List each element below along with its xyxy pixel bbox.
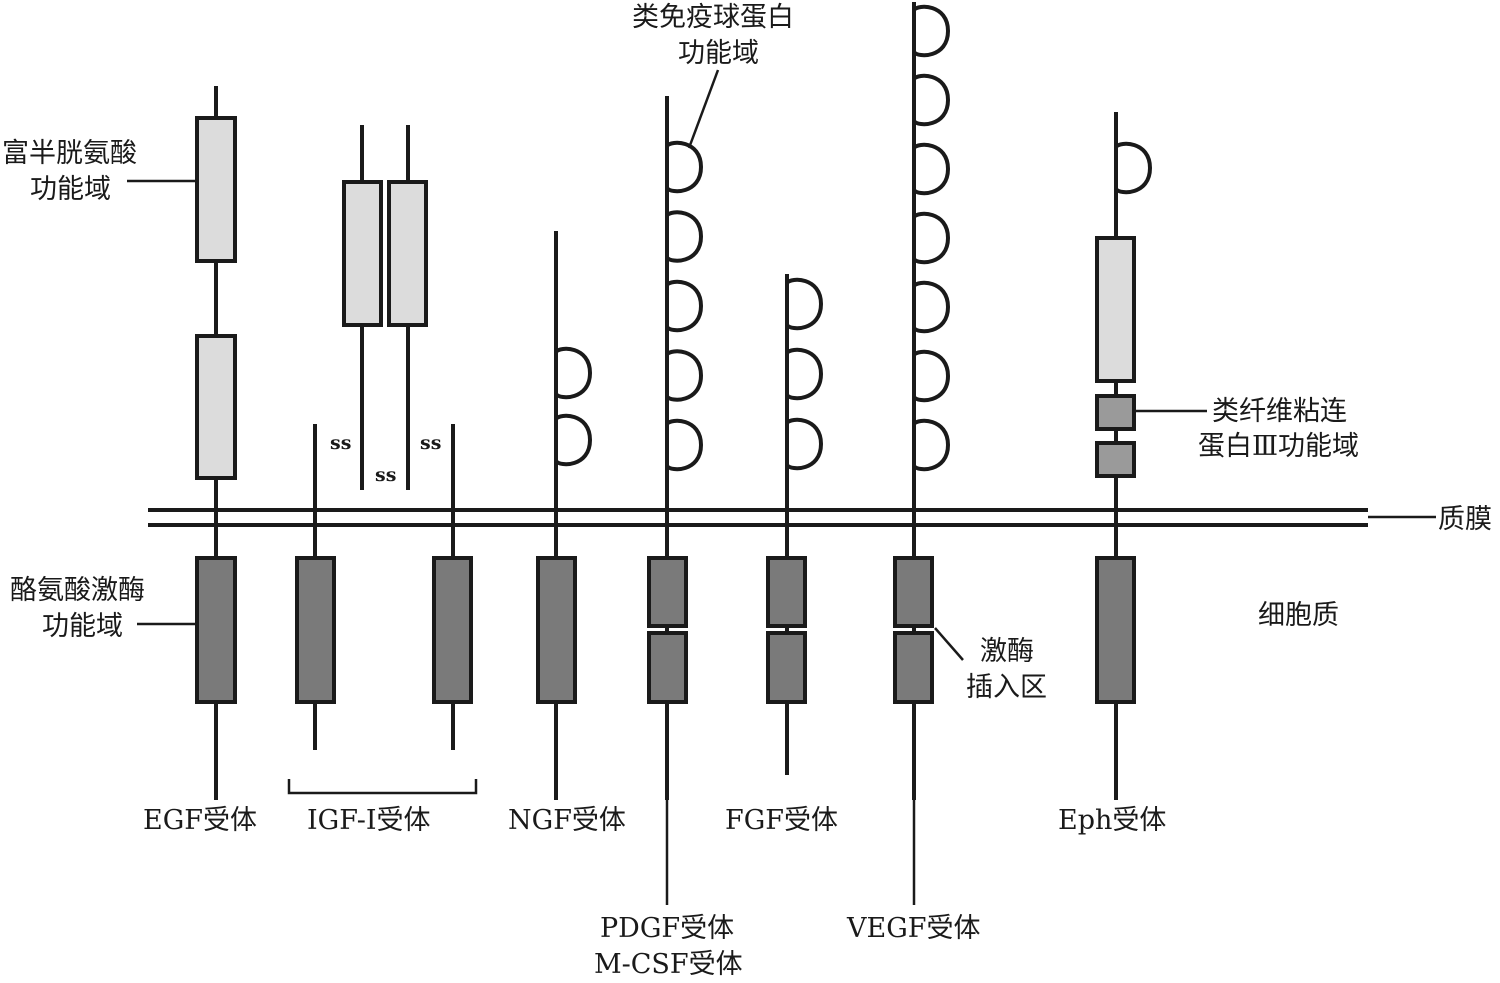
disulfide-label-right: ss [420, 432, 441, 454]
igf-tyrosine-kinase-domain-right [432, 556, 473, 704]
tyrosine-kinase-label-line2: 功能域 [42, 611, 123, 642]
egf-tyrosine-kinase-domain [195, 556, 237, 704]
vegf-receptor-label: VEGF受体 [846, 913, 981, 944]
pdgf-receptor-label: PDGF受体 [600, 913, 734, 944]
pdgf-ig-loop-2 [665, 210, 704, 263]
igf-bracket [287, 779, 478, 795]
disulfide-label-left: ss [330, 432, 351, 454]
eph-fibronectin-iii-domain-2 [1095, 441, 1136, 478]
plasma-membrane [148, 508, 1436, 527]
mcsf-receptor-label: M-CSF受体 [594, 949, 743, 980]
fgf-ig-loop-3 [785, 417, 824, 471]
pdgf-ig-loop-3 [665, 279, 704, 333]
fgf-ig-loop-1 [785, 277, 824, 331]
disulfide-label-middle: ss [375, 464, 396, 486]
fgf-kinase-domain-2 [766, 631, 807, 704]
plasma-membrane-label: 质膜 [1438, 504, 1492, 535]
fgf-kinase-domain-1 [766, 556, 807, 628]
vegf-ig-loop-3 [912, 142, 951, 196]
ngf-ig-loop-1 [554, 346, 593, 400]
eph-cysteine-rich-domain [1095, 236, 1136, 383]
pdgf-ig-loop-1 [665, 140, 704, 194]
egf-cysteine-rich-domain-2 [195, 334, 237, 480]
igf-cysteine-rich-domain-right [387, 180, 428, 327]
pdgf-kinase-domain-1 [647, 556, 688, 628]
ig-like-leader-line [687, 69, 720, 149]
egf-cysteine-rich-domain-1 [195, 116, 237, 263]
ngf-receptor-label: NGF受体 [508, 805, 626, 836]
eph-receptor-label: Eph受体 [1058, 805, 1166, 836]
ig-like-annotation: 类免疫球蛋白 功能域 [632, 2, 794, 149]
eph-fibronectin-iii-domain-1 [1095, 394, 1136, 431]
pdgf-kinase-domain-2 [647, 631, 688, 704]
vegf-ig-loop-7 [912, 418, 951, 472]
igf-tyrosine-kinase-domain-left [295, 556, 336, 704]
eph-tyrosine-kinase-domain [1095, 556, 1136, 704]
fgf-receptor-label: FGF受体 [725, 805, 838, 836]
egf-receptor-label: EGF受体 [143, 805, 257, 836]
cysteine-rich-label-line1: 富半胱氨酸 [2, 138, 137, 169]
eph-ig-loop-1 [1114, 141, 1153, 195]
ig-like-label-line2: 功能域 [678, 38, 759, 69]
fibronectin-label-line1: 类纤维粘连 [1212, 396, 1347, 427]
vegf-ig-loop-6 [912, 349, 951, 403]
vegf-ig-loop-5 [912, 280, 951, 334]
pdgf-ig-loop-5 [665, 418, 704, 472]
cysteine-rich-annotation: 富半胱氨酸 功能域 [2, 138, 197, 205]
vegf-kinase-domain-1 [893, 556, 934, 628]
fibronectin-label-line2: 蛋白Ⅲ功能域 [1198, 431, 1359, 462]
ngf-tyrosine-kinase-domain [536, 556, 577, 704]
tyrosine-kinase-label-line1: 酪氨酸激酶 [10, 575, 145, 606]
ngf-ig-loop-2 [554, 413, 593, 467]
fibronectin-annotation: 类纤维粘连 蛋白Ⅲ功能域 [1135, 396, 1359, 462]
kinase-insert-annotation: 激酶 插入区 [934, 627, 1047, 703]
kinase-insert-leader-line [934, 627, 964, 661]
igf-cysteine-rich-domain-left [342, 180, 383, 327]
kinase-insert-label-line1: 激酶 [980, 636, 1034, 667]
igf1-receptor-label: IGF-Ⅰ受体 [307, 805, 431, 836]
vegf-ig-loop-1 [912, 4, 951, 58]
fgf-ig-loop-2 [785, 347, 824, 401]
vegf-kinase-domain-2 [893, 631, 934, 704]
cysteine-rich-label-line2: 功能域 [30, 174, 111, 205]
receptors-layer [195, 2, 1153, 905]
pdgf-ig-loop-4 [665, 349, 704, 402]
kinase-insert-label-line2: 插入区 [966, 672, 1047, 703]
vegf-ig-loop-2 [912, 73, 951, 127]
cytoplasm-label: 细胞质 [1258, 600, 1339, 631]
vegf-ig-loop-4 [912, 211, 951, 265]
tyrosine-kinase-annotation: 酪氨酸激酶 功能域 [10, 575, 197, 642]
ig-like-label-line1: 类免疫球蛋白 [632, 2, 794, 33]
